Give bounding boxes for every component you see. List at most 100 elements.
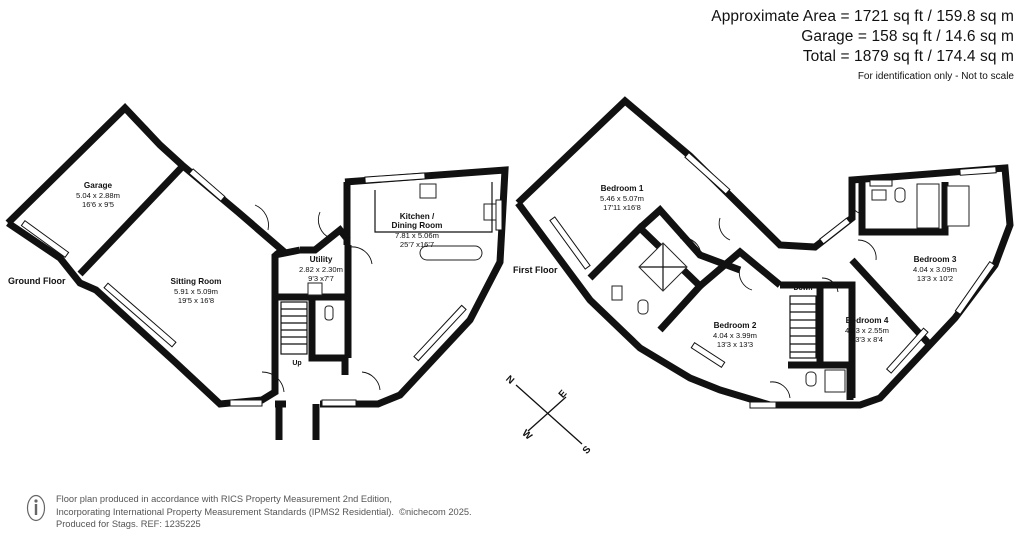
compass-n: N	[503, 374, 516, 387]
kitchen-name-line2: Dining Room	[392, 221, 443, 230]
bedroom2-metric: 4.04 x 3.99m	[713, 331, 757, 340]
scale-note: For identification only - Not to scale	[857, 71, 1014, 82]
compass-ns-line	[515, 384, 583, 445]
garage-metric: 5.04 x 2.88m	[76, 191, 120, 200]
wc-wall	[308, 300, 349, 375]
bedroom3-wall	[849, 257, 933, 348]
sitting-name: Sitting Room	[171, 277, 222, 286]
kitchen-imperial: 25'7 x16'7	[400, 240, 434, 249]
kitchen-worktop	[374, 182, 493, 233]
bedroom2-name: Bedroom 2	[714, 321, 757, 330]
utility-imperial: 9'3 x7'7	[308, 274, 334, 283]
bedroom2-wall	[697, 247, 783, 289]
bath-window	[869, 179, 893, 187]
ground-floor-label: Ground Floor	[8, 276, 66, 286]
shower-toilet	[805, 371, 817, 387]
sitting-metric: 5.91 x 5.09m	[174, 287, 218, 296]
kitchen-outer-wall	[320, 166, 509, 408]
footer-line3: Produced for Stags. REF: 1235225	[56, 519, 201, 529]
landing-window	[819, 217, 851, 245]
kitchen-name-line1: Kitchen /	[400, 212, 435, 221]
footer-copyright: ©nichecom 2025.	[399, 506, 472, 517]
sitting-window-1	[188, 168, 226, 202]
ground-floor-plan: Up Garage 5.04 x 2.88m 16'6 x 9'5 Sittin…	[5, 103, 509, 440]
kitchen-metric: 7.81 x 5.06m	[395, 231, 439, 240]
stairs-down-label: Down	[793, 285, 812, 292]
compass-e: E	[557, 388, 570, 401]
kitchen-door-arc	[349, 246, 373, 265]
kitchen-sink	[483, 203, 497, 221]
compass-rose: N E S W	[503, 374, 593, 457]
sitting-door-arc	[254, 204, 269, 231]
bed4-window-1	[885, 327, 929, 374]
utility-sink	[307, 282, 323, 296]
compass-ew-line	[527, 396, 567, 432]
rics-logo-icon	[26, 494, 46, 522]
footer-line2: Incorporating International Property Mea…	[56, 506, 394, 517]
bedroom4-imperial: 13'3 x 8'4	[851, 335, 883, 344]
bath-tub	[916, 183, 940, 229]
ground-outer-wall	[5, 103, 288, 408]
utility-door-arc	[317, 211, 331, 239]
garage-door-arc	[137, 121, 153, 137]
shower-door-arc	[769, 381, 791, 399]
bedroom4-metric: 4.03 x 2.55m	[845, 326, 889, 335]
bedroom1-imperial: 17'11 x16'8	[603, 203, 641, 212]
bedroom3-name: Bedroom 3	[914, 255, 957, 264]
kitchen-window-1	[364, 172, 426, 184]
garage-partition-wall	[77, 164, 185, 277]
garage-name: Garage	[84, 181, 113, 190]
utility-metric: 2.82 x 2.30m	[299, 265, 343, 274]
kitchen-island	[419, 245, 483, 261]
bed1-window-1	[684, 151, 731, 195]
bedroom3-metric: 4.04 x 3.09m	[913, 265, 957, 274]
utility-wall	[300, 225, 351, 254]
total-area: Total = 1879 sq ft / 174.4 sq m	[802, 48, 1014, 65]
area-summary: Approximate Area = 1721 sq ft / 159.8 sq…	[711, 7, 1014, 85]
wc-door-arc	[361, 371, 381, 391]
bath-basin	[871, 189, 887, 201]
garage-area: Garage = 158 sq ft / 14.6 sq m	[801, 28, 1014, 45]
garage-door-window	[20, 220, 70, 258]
bed1-window-2	[549, 216, 591, 270]
bedroom1-name: Bedroom 1	[601, 184, 644, 193]
first-outer-wall	[515, 96, 1014, 409]
bed3-wardrobe	[946, 185, 970, 227]
first-floor-label: First Floor	[513, 265, 558, 275]
utility-name: Utility	[310, 255, 333, 264]
footer-line2-wrap: Incorporating International Property Mea…	[56, 506, 472, 519]
footer-line1: Floor plan produced in accordance with R…	[56, 494, 392, 504]
kitchen-window-2	[495, 199, 503, 231]
bed2-window-2	[749, 401, 777, 409]
bath-door-arc	[849, 195, 863, 215]
bath-toilet	[894, 187, 906, 203]
shower-tray	[824, 369, 846, 393]
hall-window	[321, 399, 357, 407]
sitting-window-3	[229, 399, 263, 407]
compass-s: S	[581, 444, 594, 457]
garage-imperial: 16'6 x 9'5	[82, 200, 114, 209]
ensuite-toilet	[637, 299, 649, 315]
bed4-door-arc	[821, 277, 839, 293]
ensuite-door-arc	[679, 237, 701, 251]
sitting-imperial: 19'5 x 16'8	[178, 296, 214, 305]
wc-toilet	[324, 305, 334, 321]
kitchen-hob	[419, 183, 437, 199]
bedroom4-wall	[820, 281, 856, 398]
bed2-door-arc	[738, 267, 753, 291]
ensuite-basin	[611, 285, 623, 301]
bed1-door-arc	[718, 217, 731, 241]
first-floor-plan: Down Bedroom 1 5.46 x 5.07m 17'11 x16'8 …	[513, 96, 1014, 409]
bathroom-wall	[858, 180, 949, 236]
approximate-area: Approximate Area = 1721 sq ft / 159.8 sq…	[711, 8, 1014, 25]
first-stairs	[789, 295, 817, 359]
bedroom1-metric: 5.46 x 5.07m	[600, 194, 644, 203]
front-door-arc	[261, 371, 285, 393]
bed3-window-2	[954, 261, 996, 315]
bedroom3-imperial: 13'3 x 10'2	[917, 274, 953, 283]
bed2-window-1	[690, 341, 726, 369]
shower-room-wall	[788, 361, 854, 400]
bedroom2-imperial: 13'3 x 13'3	[717, 340, 753, 349]
stairs-up-label: Up	[292, 360, 301, 367]
